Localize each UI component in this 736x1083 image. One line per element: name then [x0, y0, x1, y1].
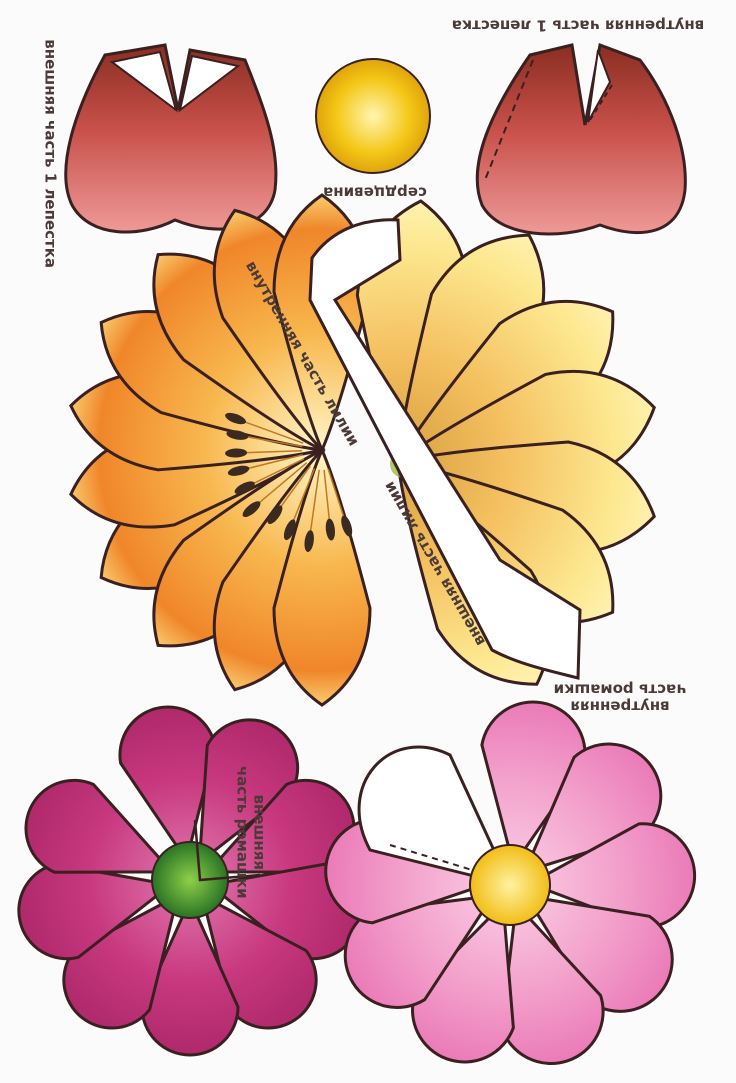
inner-petal-piece — [475, 42, 687, 236]
lily-outer-glue-tab — [308, 218, 582, 680]
lily-anther — [225, 448, 248, 458]
lily-anther — [226, 430, 249, 440]
lily-anther — [304, 530, 314, 553]
daisy-outer-petal — [62, 892, 180, 1030]
daisy-inner-piece — [324, 700, 697, 1065]
daisy-outer-petal — [17, 862, 175, 961]
daisy-outer-center — [151, 841, 229, 919]
lily-stamen-filament — [308, 469, 320, 542]
daisy-inner-label: внутренняя часть ромашки — [545, 680, 695, 715]
lily-anther — [325, 518, 335, 541]
daisy-outer-label: внешняя часть ромашки — [233, 762, 268, 902]
daisy-outer-petal — [197, 718, 300, 866]
daisy-outer-piece — [17, 705, 363, 1057]
daisy-inner-petal — [343, 893, 497, 1009]
lily-stamen-filament — [251, 462, 308, 510]
daisy-inner-petal — [411, 900, 515, 1064]
inner-petal-label: внутренняя часть 1 лепестка — [451, 16, 705, 35]
lily-anther — [242, 501, 261, 518]
core-label: сердцевина — [323, 183, 427, 202]
daisy-outer-petal — [140, 896, 240, 1057]
daisy-inner-center — [469, 844, 551, 926]
lily-stamen-filament — [235, 417, 304, 444]
lily-anther — [267, 505, 283, 525]
lily-anther — [225, 412, 246, 425]
daisy-inner-petal — [523, 894, 674, 1013]
daisy-inner-label-line2: часть ромашки — [553, 680, 687, 699]
lily-anther — [234, 481, 255, 494]
outer-petal-label: внешняя часть 1 лепестка — [41, 39, 60, 268]
outer-petal-piece — [64, 43, 278, 234]
daisy-inner-label-line1: внутренняя — [570, 697, 670, 716]
daisy-inner-glue-tab — [357, 745, 513, 888]
lily-anther — [341, 515, 353, 537]
core-circle — [315, 58, 431, 174]
lily-anther — [283, 519, 296, 541]
daisy-inner-petal — [500, 900, 605, 1065]
lily-anther — [227, 465, 250, 476]
daisy-outer-label-line2: часть ромашки — [233, 765, 251, 899]
daisy-outer-label-line1: внешняя — [250, 794, 269, 871]
daisy-outer-cut-line — [193, 819, 261, 882]
daisy-outer-petal — [118, 705, 217, 864]
daisy-inner-petal — [526, 822, 697, 930]
daisy-inner-petal — [480, 700, 587, 869]
daisy-outer-petal — [24, 778, 176, 874]
